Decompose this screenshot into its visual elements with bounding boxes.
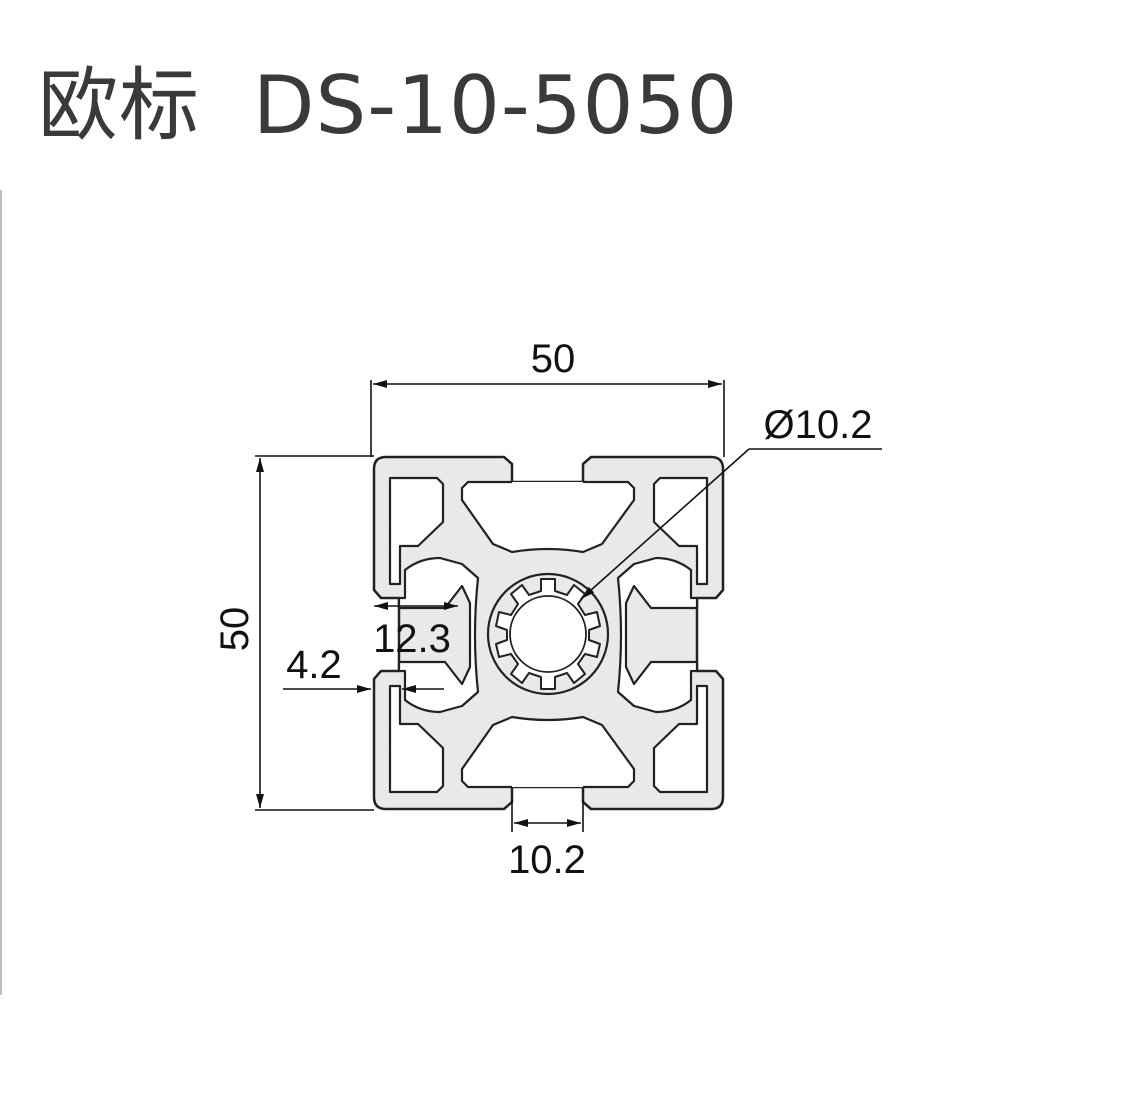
t-slot-top [460,480,636,554]
t-slot-left [397,556,480,714]
dimension-label-width: 50 [531,337,576,381]
dimension-wall-thickness: 4.2 [283,643,444,693]
cavity-top-right [652,476,709,586]
dimension-slot-depth: 12.3 [373,602,458,661]
core-bore-circle [509,595,587,673]
t-slot-right [616,556,699,714]
t-slot-bottom [460,715,636,789]
dimension-label-wall: 4.2 [286,643,342,687]
dimension-label-height: 50 [213,607,257,652]
dimension-label-slot-width: 10.2 [508,838,586,882]
dimension-width: 50 [370,337,725,457]
dimension-height: 50 [213,455,374,811]
dimension-bore-diameter: Ø10.2 [580,403,882,600]
left-border-line [0,190,2,995]
page-title: 欧标 DS-10-5050 [38,59,739,152]
dimension-label-bore: Ø10.2 [764,403,873,447]
cavity-top-left [388,476,445,586]
cavity-bottom-right [652,684,709,794]
dimension-label-slot-depth: 12.3 [373,617,451,661]
cavity-bottom-left [388,684,445,794]
leader-line-bore [580,448,750,600]
dimension-slot-width: 10.2 [508,800,586,882]
profile-cross-section [372,455,725,811]
